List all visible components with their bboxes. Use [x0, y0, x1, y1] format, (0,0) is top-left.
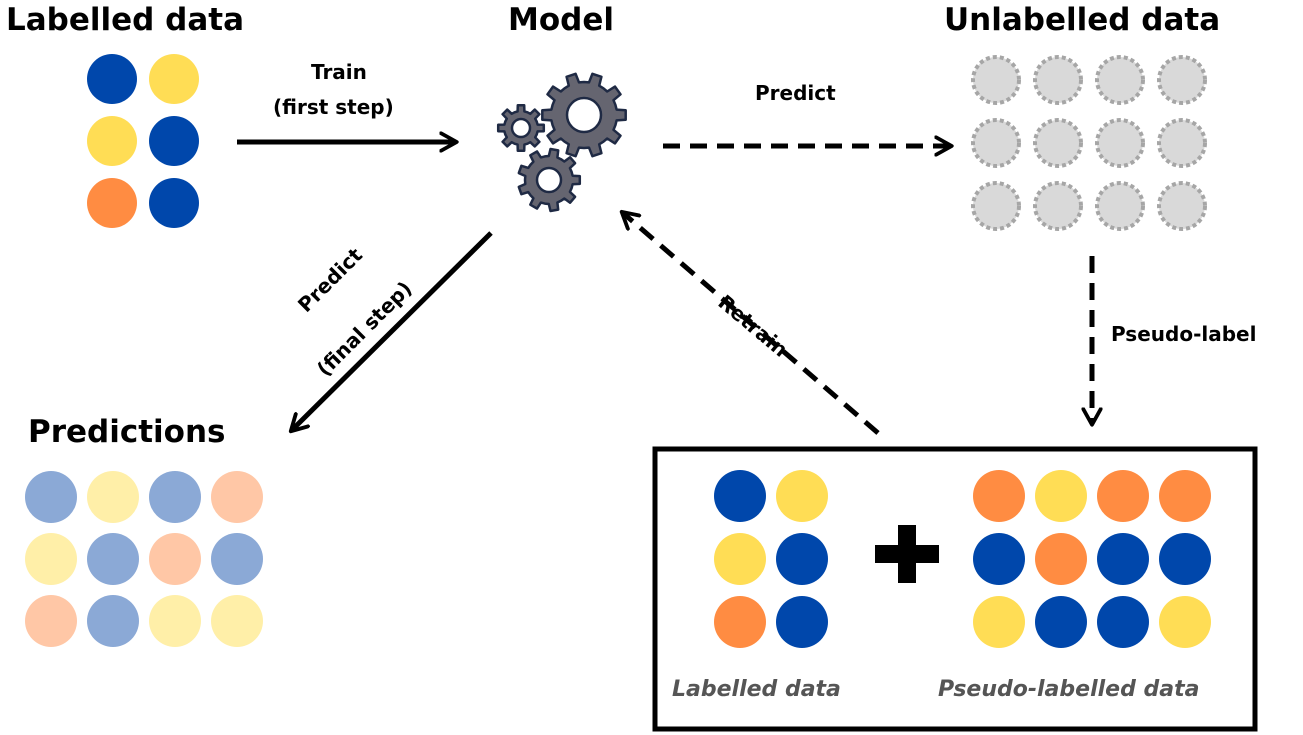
data-dot — [1035, 533, 1087, 585]
data-dot — [87, 471, 139, 523]
data-dot — [1035, 470, 1087, 522]
unlabelled-dot — [971, 118, 1021, 168]
model-gears-icon — [496, 72, 627, 213]
data-dot — [1097, 470, 1149, 522]
data-dot — [211, 533, 263, 585]
data-dot — [714, 470, 766, 522]
labelled-data-grid — [87, 54, 199, 228]
retrain-arrow — [623, 213, 880, 435]
train-label: Train — [311, 60, 367, 84]
small-gear-icon — [496, 103, 546, 153]
unlabelled-dot — [1095, 181, 1145, 231]
data-dot — [714, 533, 766, 585]
unlabelled-data-grid — [971, 55, 1207, 231]
final-predict-arrow — [292, 231, 493, 430]
unlabelled-dot — [1157, 118, 1207, 168]
labelled-data-title: Labelled data — [6, 2, 244, 38]
data-dot — [149, 116, 199, 166]
data-dot — [1097, 596, 1149, 648]
data-dot — [25, 595, 77, 647]
data-dot — [776, 533, 828, 585]
unlabelled-dot — [1095, 118, 1145, 168]
box-pseudo-caption: Pseudo-labelled data — [938, 677, 1200, 702]
gear-hole — [535, 166, 563, 194]
predictions-grid — [25, 471, 263, 647]
data-dot — [211, 471, 263, 523]
data-dot — [87, 116, 137, 166]
data-dot — [1159, 470, 1211, 522]
medium-gear-icon — [517, 147, 582, 213]
data-dot — [87, 178, 137, 228]
unlabelled-dot — [971, 181, 1021, 231]
data-dot — [211, 595, 263, 647]
gear-hole — [510, 117, 532, 139]
data-dot — [973, 470, 1025, 522]
unlabelled-dot — [1157, 181, 1207, 231]
unlabelled-data-title: Unlabelled data — [944, 2, 1221, 38]
data-dot — [149, 533, 201, 585]
data-dot — [1159, 596, 1211, 648]
data-dot — [149, 471, 201, 523]
unlabelled-dot — [1033, 55, 1083, 105]
data-dot — [87, 533, 139, 585]
unlabelled-dot — [1157, 55, 1207, 105]
train-step-label: (first step) — [273, 95, 394, 119]
large-gear-icon — [541, 72, 627, 158]
unlabelled-dot — [1033, 181, 1083, 231]
predict-label: Predict — [755, 81, 836, 105]
pseudo-label-label: Pseudo-label — [1111, 322, 1257, 346]
unlabelled-dot — [1033, 118, 1083, 168]
data-dot — [149, 595, 201, 647]
data-dot — [714, 596, 766, 648]
data-dot — [973, 533, 1025, 585]
data-dot — [25, 533, 77, 585]
unlabelled-dot — [1095, 55, 1145, 105]
data-dot — [87, 54, 137, 104]
data-dot — [149, 178, 199, 228]
data-dot — [776, 596, 828, 648]
plus-icon — [875, 525, 939, 583]
data-dot — [87, 595, 139, 647]
unlabelled-dot — [971, 55, 1021, 105]
data-dot — [149, 54, 199, 104]
predictions-title: Predictions — [28, 414, 226, 450]
box-labelled-grid — [714, 470, 828, 648]
model-title: Model — [508, 2, 614, 38]
data-dot — [1159, 533, 1211, 585]
data-dot — [1035, 596, 1087, 648]
data-dot — [1097, 533, 1149, 585]
data-dot — [973, 596, 1025, 648]
box-labelled-caption: Labelled data — [672, 677, 841, 702]
box-pseudo-labelled-grid — [973, 470, 1211, 648]
data-dot — [776, 470, 828, 522]
data-dot — [25, 471, 77, 523]
gear-hole — [565, 96, 603, 134]
